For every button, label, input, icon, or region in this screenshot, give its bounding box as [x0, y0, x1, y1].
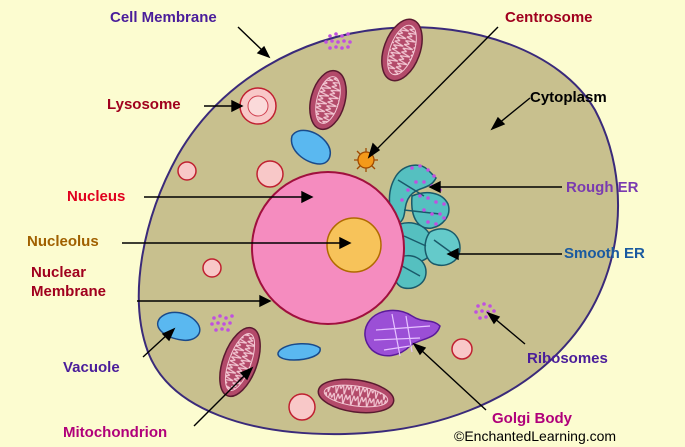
leader-lines: [122, 26, 562, 427]
lysosome: [202, 258, 222, 278]
credit-text: ©EnchantedLearning.com: [454, 428, 617, 444]
ribosome-cluster: [324, 32, 352, 50]
label-golgi-body: Golgi Body: [492, 410, 572, 427]
label-ribosomes: Ribosomes: [527, 350, 608, 367]
mitochondrion: [219, 326, 261, 398]
mitochondrion: [309, 69, 347, 131]
lysosome: [177, 161, 197, 181]
label-smooth-er: Smooth ER: [564, 245, 645, 262]
label-vacuole: Vacuole: [63, 359, 120, 376]
label-rough-er: Rough ER: [566, 179, 639, 196]
vacuole: [290, 129, 331, 165]
nucleolus: [326, 217, 382, 273]
mitochondrion: [381, 18, 423, 82]
mitochondrion: [317, 378, 395, 414]
ribosome-cluster: [210, 314, 234, 332]
lysosome: [256, 160, 284, 188]
label-centrosome: Centrosome: [505, 9, 593, 26]
label-nucleus: Nucleus: [67, 188, 126, 205]
label-nuclear-membrane-line1: Nuclear: [31, 264, 87, 281]
label-nuclear-membrane-line2: Membrane: [31, 283, 107, 300]
vacuole: [277, 343, 321, 361]
label-nucleolus: Nucleolus: [27, 233, 99, 250]
label-lysosome: Lysosome: [107, 96, 181, 113]
label-mitochondrion: Mitochondrion: [63, 424, 168, 441]
label-cytoplasm: Cytoplasm: [530, 89, 607, 106]
golgi-body: [364, 309, 441, 357]
lysosome: [451, 338, 473, 360]
label-cell-membrane: Cell Membrane: [110, 9, 217, 26]
lysosome: [239, 87, 277, 125]
lysosome: [288, 393, 316, 421]
